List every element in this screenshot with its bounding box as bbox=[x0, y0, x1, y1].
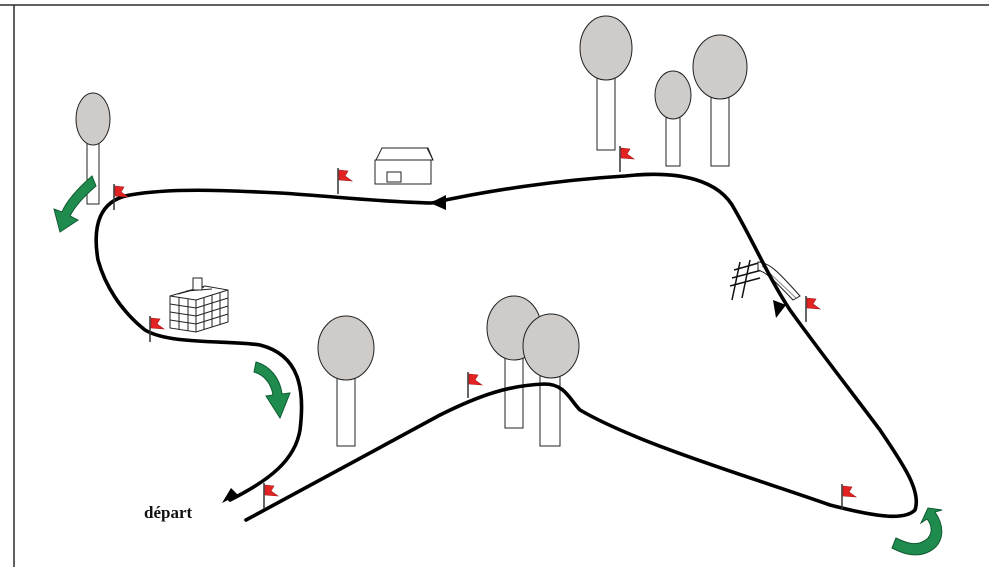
flag-icon bbox=[337, 167, 353, 195]
flag-icon bbox=[619, 145, 635, 173]
railway-crossing-icon bbox=[729, 259, 763, 301]
house-icon bbox=[374, 147, 434, 185]
start-label: départ bbox=[144, 503, 193, 522]
cage-structure-icon bbox=[169, 277, 229, 333]
flag-icon bbox=[841, 483, 857, 511]
flag-icon bbox=[805, 295, 821, 323]
tree-icon bbox=[317, 315, 375, 447]
tree-icon bbox=[654, 70, 692, 167]
direction-arrow-icon bbox=[430, 195, 446, 210]
direction-arrow-icon bbox=[222, 488, 238, 503]
turn-arrow-icon bbox=[891, 507, 943, 556]
tree-icon bbox=[522, 313, 580, 447]
tree-icon bbox=[486, 295, 542, 429]
direction-arrow-icon bbox=[773, 300, 786, 318]
tree-icon bbox=[75, 92, 111, 205]
flag-icon bbox=[467, 371, 483, 399]
race-track bbox=[94, 172, 919, 522]
turn-arrow-icon bbox=[253, 361, 291, 420]
tree-icon bbox=[579, 15, 633, 151]
tree-icon bbox=[692, 34, 748, 167]
turn-arrow-icon bbox=[53, 175, 97, 233]
